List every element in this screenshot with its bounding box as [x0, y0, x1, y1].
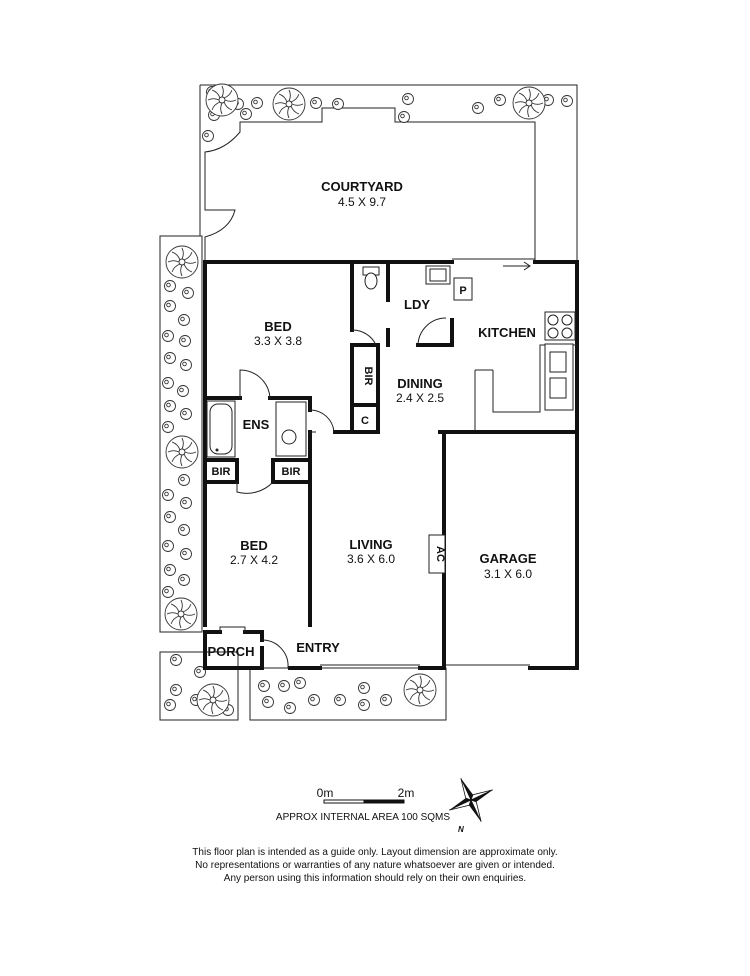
courtyard-label: COURTYARD: [321, 179, 403, 194]
ac-label: AC: [434, 546, 446, 562]
scale-bar: 0m 2m APPROX INTERNAL AREA 100 SQMS: [276, 786, 450, 823]
shrub-large: [205, 83, 239, 117]
ac-unit: [428, 534, 446, 574]
shrub-large: [512, 86, 546, 120]
bed2-dim: 2.7 X 4.2: [230, 553, 278, 567]
dining-label: DINING: [397, 376, 443, 391]
bed2-label: BED: [240, 538, 267, 553]
shrub-large: [403, 673, 437, 707]
disclaimer-line-3: Any person using this information should…: [223, 873, 527, 884]
entry-label: ENTRY: [296, 640, 340, 655]
shower: [275, 401, 307, 457]
disclaimer: This floor plan is intended as a guide o…: [0, 846, 750, 885]
pantry-cupboard: [453, 277, 473, 301]
shrub-large: [196, 683, 230, 717]
labels: COURTYARD 4.5 X 9.7 BED 3.3 X 3.8 LDY P …: [208, 179, 537, 659]
courtyard-dim: 4.5 X 9.7: [338, 195, 386, 209]
rear-fence: [200, 84, 578, 262]
front-garden-left: [159, 651, 239, 721]
walls: [203, 258, 579, 670]
fixtures: [206, 265, 576, 458]
bed1-dim: 3.3 X 3.8: [254, 334, 302, 348]
pantry-label: P: [459, 285, 466, 297]
shrub-large: [272, 87, 306, 121]
basin: [281, 429, 297, 445]
side-garden: [159, 235, 203, 633]
living-label: LIVING: [349, 537, 392, 552]
garage-dim: 3.1 X 6.0: [484, 567, 532, 581]
porch-label: PORCH: [208, 644, 255, 659]
shrub-large: [164, 597, 198, 631]
bir-dining-label: BIR: [362, 367, 374, 386]
garage-label: GARAGE: [479, 551, 536, 566]
compass-icon: [449, 778, 493, 822]
shrub-large: [165, 245, 199, 279]
living-dim: 3.6 X 6.0: [347, 552, 395, 566]
bir-right-label: BIR: [282, 466, 301, 478]
shrub-large: [165, 435, 199, 469]
disclaimer-line-2: No representations or warranties of any …: [195, 860, 555, 871]
dining-dim: 2.4 X 2.5: [396, 391, 444, 405]
toilet-bowl: [364, 272, 378, 290]
disclaimer-line-1: This floor plan is intended as a guide o…: [192, 847, 558, 858]
ens-label: ENS: [243, 417, 270, 432]
shrubs: [162, 83, 573, 717]
landscape: [159, 84, 578, 721]
bed1-label: BED: [264, 319, 291, 334]
cupboard-label: C: [361, 415, 369, 427]
north-label: N: [458, 825, 464, 834]
ldy-label: LDY: [404, 297, 430, 312]
scale-start-label: 0m: [317, 786, 334, 800]
kitchen-label: KITCHEN: [478, 325, 536, 340]
scale-end-label: 2m: [398, 786, 415, 800]
area-label: APPROX INTERNAL AREA 100 SQMS: [276, 812, 450, 823]
bir-left-label: BIR: [212, 466, 231, 478]
courtyard-boundary: [204, 107, 536, 262]
